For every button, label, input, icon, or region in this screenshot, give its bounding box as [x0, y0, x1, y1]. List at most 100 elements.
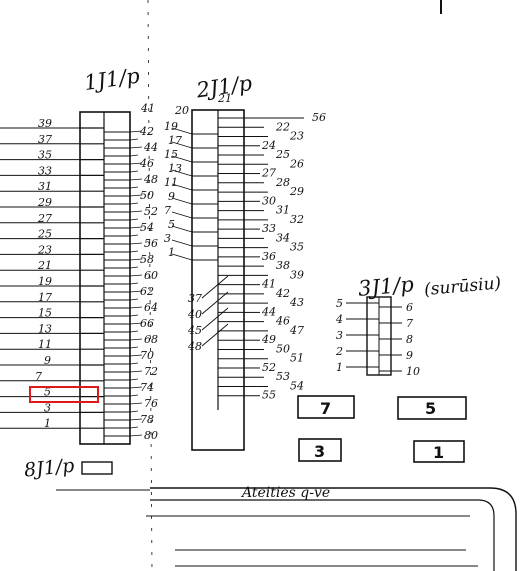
connector-2j1-pin-20: 20	[174, 104, 189, 117]
pin-label-56: 56	[312, 111, 326, 124]
pin-wire	[129, 434, 143, 437]
pin-label-1: 1	[168, 246, 175, 259]
pin-label-70: 70	[140, 349, 154, 362]
pin-label-68: 68	[144, 333, 158, 346]
pin-wire	[171, 225, 193, 233]
pin-wire	[129, 186, 139, 189]
pin-label-27: 27	[37, 212, 52, 225]
pin-label-8: 8	[406, 333, 413, 346]
pin-label-4: 4	[335, 313, 343, 326]
pin-label-25: 25	[37, 228, 52, 241]
pin-wire	[129, 146, 143, 149]
pin-label-23: 23	[37, 243, 52, 256]
pin-wire	[129, 410, 139, 413]
pin-label-19: 19	[164, 120, 178, 133]
pin-wire	[129, 250, 139, 253]
pin-label-32: 32	[290, 213, 304, 226]
pin-label-50: 50	[276, 342, 290, 355]
box-1: 1	[413, 440, 465, 463]
connector-1j1-title: 1J1/p	[83, 64, 141, 96]
pin-label-11: 11	[38, 338, 52, 351]
pin-label-35: 35	[38, 149, 52, 162]
pin-label-44: 44	[143, 141, 158, 154]
pin-wire	[171, 183, 193, 191]
pin-label-21: 21	[37, 259, 52, 272]
pin-label-72: 72	[144, 365, 158, 378]
pin-wire	[171, 141, 193, 149]
pin-label-29: 29	[289, 185, 304, 198]
pin-label-39: 39	[38, 117, 52, 130]
pin-label-15: 15	[38, 307, 52, 320]
pin-label-37: 37	[188, 292, 202, 305]
pin-label-9: 9	[168, 190, 175, 203]
pin-wire	[129, 210, 143, 213]
pin-label-46: 46	[139, 157, 154, 170]
pin-label-51: 51	[290, 352, 304, 365]
pin-wire	[129, 418, 143, 421]
pin-label-11: 11	[164, 176, 178, 189]
pin-label-41: 41	[261, 278, 276, 291]
pin-wire	[171, 253, 193, 261]
pin-label-5: 5	[168, 218, 175, 231]
pin-label-6: 6	[406, 301, 413, 314]
pin-label-26: 26	[289, 157, 304, 170]
pin-wire	[129, 330, 139, 333]
pin-wire	[201, 307, 229, 331]
pin-label-60: 60	[144, 269, 158, 282]
box-5: 5	[397, 396, 467, 420]
pin-wire	[129, 130, 143, 133]
pin-label-7: 7	[35, 370, 42, 383]
pin-wire	[129, 370, 143, 373]
pin-wire	[201, 275, 229, 299]
box-3: 3	[298, 438, 342, 462]
pin-wire	[129, 226, 143, 229]
connector-1j1: 1J1/p 41 3937353331292725232119171513119…	[0, 64, 158, 445]
pin-label-5: 5	[336, 297, 343, 310]
pin-label-1: 1	[336, 361, 343, 374]
pin-label-22: 22	[275, 120, 290, 133]
pin-label-52: 52	[144, 205, 158, 218]
pin-label-62: 62	[140, 285, 154, 298]
pin-wire	[129, 194, 143, 197]
pin-label-78: 78	[140, 413, 154, 426]
pin-label-35: 35	[290, 241, 304, 254]
connector-8j1: 8J1/p	[23, 455, 113, 482]
pin-label-45: 45	[187, 324, 202, 337]
pin-label-54: 54	[140, 221, 154, 234]
pin-label-29: 29	[37, 196, 52, 209]
pin-label-38: 38	[276, 259, 290, 272]
pin-wire	[129, 394, 139, 397]
pin-label-34: 34	[276, 231, 290, 244]
pin-label-55: 55	[262, 389, 276, 402]
pin-label-2: 2	[335, 345, 343, 358]
pin-label-25: 25	[275, 148, 290, 161]
pin-label-3: 3	[164, 232, 171, 245]
pin-label-5: 5	[44, 386, 51, 399]
pin-label-24: 24	[261, 139, 276, 152]
pin-wire	[129, 154, 139, 157]
pin-wire	[201, 323, 229, 347]
pin-label-13: 13	[38, 322, 52, 335]
pin-wire	[129, 378, 139, 381]
pin-label-43: 43	[289, 296, 304, 309]
pin-label-47: 47	[289, 324, 304, 337]
pin-label-49: 49	[261, 333, 276, 346]
box-1-label: 1	[433, 443, 444, 462]
pin-wire	[129, 202, 139, 205]
pin-label-46: 46	[275, 315, 290, 328]
pin-wire	[129, 162, 143, 165]
connector-2j1-pin-21: 21	[217, 92, 232, 105]
connector-1j1-top-pin: 41	[140, 102, 155, 115]
pin-label-3: 3	[44, 401, 51, 414]
pin-wire	[129, 346, 139, 349]
pin-wire	[129, 354, 143, 357]
connector-3j1-title: 3J1/p	[357, 272, 415, 301]
pin-label-15: 15	[164, 148, 178, 161]
pin-wire	[171, 197, 193, 205]
pin-label-31: 31	[38, 180, 52, 193]
box-3-label: 3	[314, 442, 325, 461]
